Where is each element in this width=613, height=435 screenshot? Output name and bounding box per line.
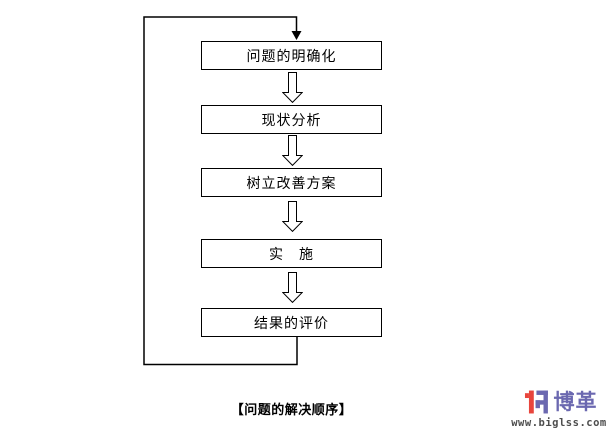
logo-brand-text: 博革 bbox=[553, 390, 598, 414]
biglss-monogram-icon bbox=[524, 390, 548, 414]
hollow-down-arrow-icon bbox=[282, 135, 303, 166]
logo-url-text: www.biglss.com bbox=[511, 417, 607, 429]
flow-step-problem-clarification: 问题的明确化 bbox=[201, 41, 382, 70]
arrowhead-down-icon bbox=[291, 31, 302, 40]
hollow-down-arrow-icon bbox=[282, 201, 303, 232]
flow-step-implementation: 实 施 bbox=[201, 239, 382, 268]
biglss-logo: 博革 www.biglss.com bbox=[509, 388, 609, 429]
flow-step-establish-improvement-plan: 树立改善方案 bbox=[201, 168, 382, 197]
hollow-down-arrow-icon bbox=[282, 72, 303, 103]
hollow-down-arrow-icon bbox=[282, 272, 303, 303]
diagram-caption: 【问题的解决顺序】 bbox=[230, 402, 353, 417]
flow-step-result-evaluation: 结果的评价 bbox=[201, 308, 382, 337]
flow-step-current-state-analysis: 现状分析 bbox=[201, 105, 382, 134]
